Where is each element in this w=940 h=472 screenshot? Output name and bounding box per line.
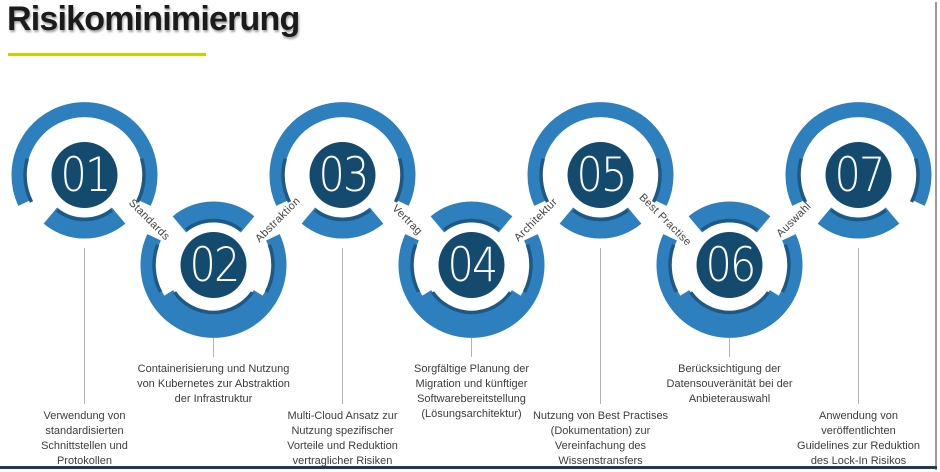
step-node-circle [51, 142, 118, 208]
ring-shadow [668, 244, 679, 293]
ring-arc [785, 102, 932, 206]
step-ring-07 [785, 102, 932, 404]
bottom-border-line [0, 466, 937, 469]
page-title: Risikominimierung [7, 0, 300, 38]
ring-arc [269, 102, 416, 206]
step-number: 04 [446, 237, 498, 293]
ring-shadow [135, 158, 146, 203]
ring-arc [527, 102, 674, 206]
swoosh-shadow [701, 218, 758, 232]
step-number: 07 [833, 147, 885, 203]
ring-shadow [651, 158, 662, 203]
ring-shadow [780, 244, 791, 293]
step-description: Verwendung von standardisierten Schnitts… [41, 410, 128, 467]
ring-swoosh [688, 201, 771, 233]
step-node-circle [825, 142, 892, 208]
step-number: 03 [317, 147, 369, 203]
ring-thickening [162, 289, 265, 326]
ring-thickening [678, 289, 781, 326]
step-number: 01 [59, 147, 111, 203]
step-number: 05 [575, 147, 627, 203]
ring-swoosh [43, 207, 126, 239]
step-description: Containerisierung und Nutzung von Kubern… [137, 363, 290, 405]
step-ring-06 [656, 201, 803, 357]
step-node-circle [696, 232, 763, 298]
ring-shadow [23, 158, 34, 203]
ring-shadow [410, 244, 421, 293]
title-accent-underline [8, 53, 206, 56]
ring-swoosh [817, 207, 900, 239]
ring-shadow [797, 158, 808, 203]
step-description: Berücksichtigung der Datensouveränität b… [666, 363, 793, 405]
step-number: 06 [704, 237, 756, 293]
swoosh-shadow [314, 208, 371, 222]
ring-swoosh [430, 201, 513, 233]
step-ring-05 [527, 102, 674, 404]
ring-shadow [522, 244, 533, 293]
ring-shadow [281, 158, 292, 203]
ring-arc [656, 234, 803, 338]
step-ring-01 [11, 102, 158, 404]
step-ring-03 [269, 102, 416, 404]
step-ring-02 [140, 201, 287, 357]
ring-shadow [173, 291, 254, 315]
step-ring-04 [398, 201, 545, 357]
step-number: 02 [188, 237, 240, 293]
ring-swoosh [172, 201, 255, 233]
ring-shadow [152, 244, 163, 293]
swoosh-shadow [830, 208, 887, 222]
swoosh-shadow [572, 208, 629, 222]
ring-shadow [689, 291, 770, 315]
right-border-line [935, 2, 937, 470]
step-node-circle [567, 142, 634, 208]
step-description: Anwendung von veröffentlichten Guideline… [797, 410, 920, 467]
swoosh-shadow [443, 218, 500, 232]
step-node-circle [309, 142, 376, 208]
ring-shadow [393, 158, 404, 203]
ring-shadow [539, 158, 550, 203]
ring-arc [140, 234, 287, 338]
ring-thickening [420, 289, 523, 326]
ring-arc [11, 102, 158, 206]
ring-shadow [431, 291, 512, 315]
step-description: Nutzung von Best Practises (Dokumentatio… [532, 410, 669, 467]
step-description: Sorgfältige Planung der Migration und kü… [414, 363, 529, 420]
ring-arc [398, 234, 545, 338]
ring-swoosh [301, 207, 384, 239]
swoosh-shadow [185, 218, 242, 232]
ring-swoosh [559, 207, 642, 239]
swoosh-shadow [56, 208, 113, 222]
step-description: Multi-Cloud Ansatz zur Nutzung spezifisc… [287, 410, 398, 467]
ring-shadow [264, 244, 275, 293]
ring-shadow [909, 158, 920, 203]
step-node-circle [438, 232, 505, 298]
step-node-circle [180, 232, 247, 298]
